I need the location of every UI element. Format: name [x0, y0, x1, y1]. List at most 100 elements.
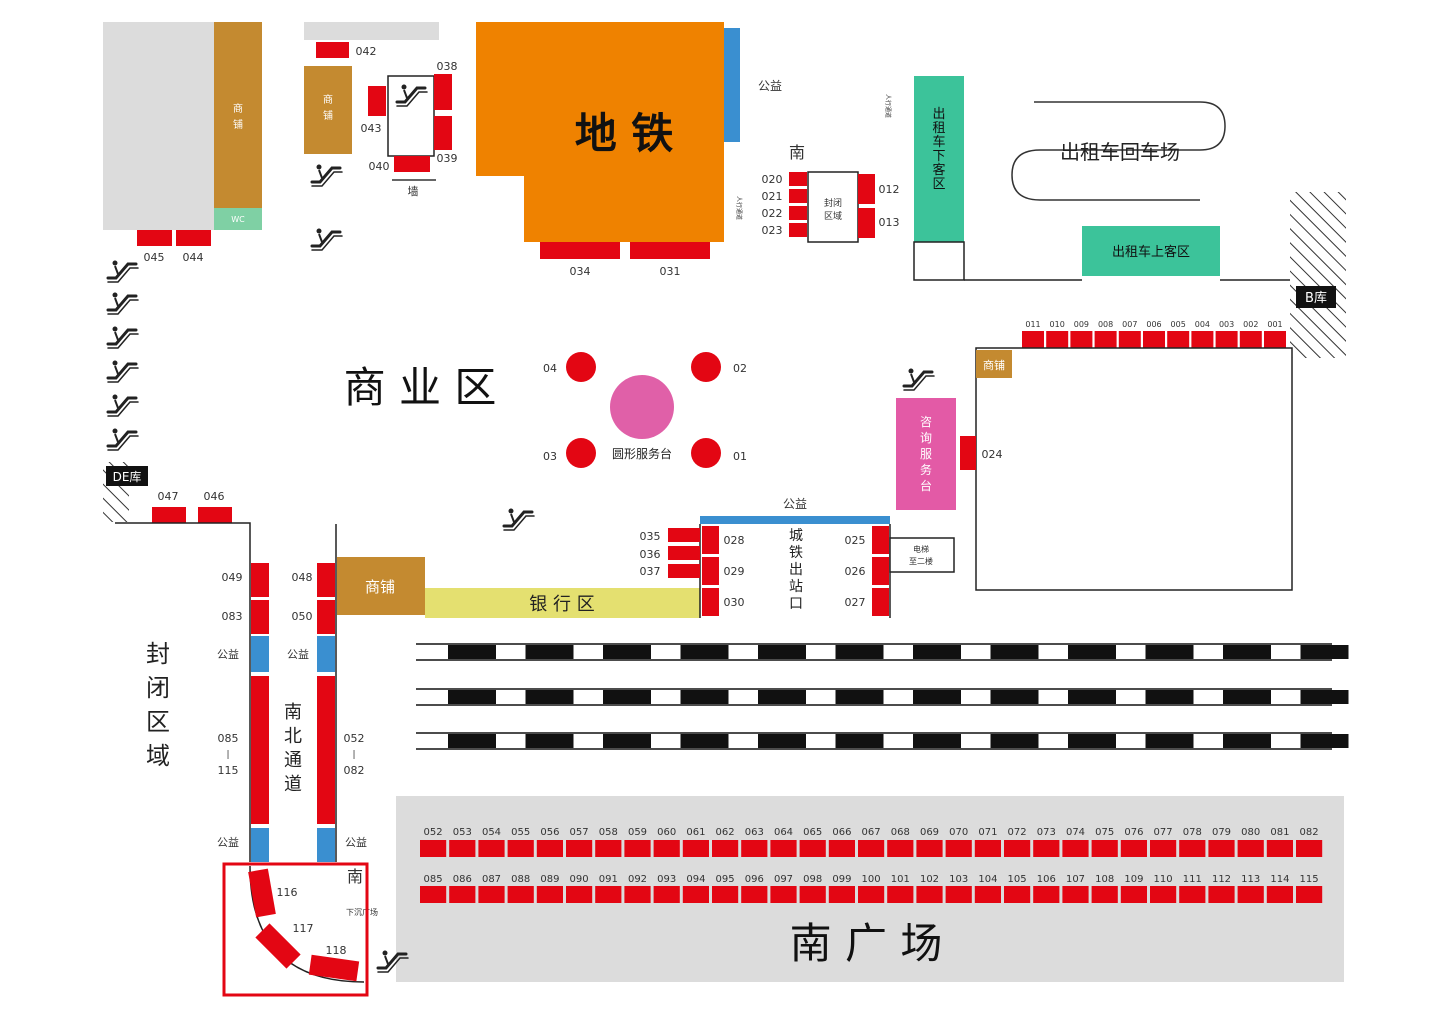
booth-049[interactable]: [251, 563, 269, 597]
booth-052[interactable]: [420, 840, 447, 857]
booth-085-115[interactable]: [251, 676, 269, 824]
taxi-pick-zone[interactable]: [1082, 226, 1220, 276]
booth-027[interactable]: [872, 588, 889, 616]
booth-090[interactable]: [566, 886, 593, 903]
booth-003[interactable]: [1215, 331, 1238, 348]
booth-065[interactable]: [799, 840, 826, 857]
booth-098[interactable]: [799, 886, 826, 903]
booth-104[interactable]: [974, 886, 1001, 903]
booth-108[interactable]: [1091, 886, 1118, 903]
booth-056[interactable]: [536, 840, 563, 857]
booth-008[interactable]: [1094, 331, 1117, 348]
booth-002[interactable]: [1239, 331, 1262, 348]
booth-046[interactable]: [198, 507, 232, 523]
booth-113[interactable]: [1237, 886, 1264, 903]
wc-block[interactable]: [214, 208, 262, 230]
booth-010[interactable]: [1046, 331, 1069, 348]
booth-026[interactable]: [872, 557, 889, 585]
booth-023[interactable]: [789, 223, 807, 237]
booth-073[interactable]: [1033, 840, 1060, 857]
shop-small[interactable]: [976, 350, 1012, 378]
booth-005[interactable]: [1167, 331, 1190, 348]
de-garage-badge[interactable]: [106, 466, 148, 486]
booth-009[interactable]: [1070, 331, 1093, 348]
booth-021[interactable]: [789, 189, 807, 203]
booth-099[interactable]: [828, 886, 855, 903]
booth-058[interactable]: [595, 840, 622, 857]
booth-105[interactable]: [1004, 886, 1031, 903]
subway-block[interactable]: [476, 22, 724, 242]
welfare-strip[interactable]: [724, 28, 740, 142]
booth-107[interactable]: [1062, 886, 1089, 903]
booth-091[interactable]: [595, 886, 622, 903]
booth-111[interactable]: [1179, 886, 1206, 903]
shop-vertical[interactable]: [214, 22, 262, 208]
booth-061[interactable]: [682, 840, 709, 857]
booth-035[interactable]: [668, 528, 700, 542]
booth-034[interactable]: [540, 242, 620, 259]
booth-055[interactable]: [507, 840, 534, 857]
shop-vertical[interactable]: [304, 66, 352, 154]
booth-080[interactable]: [1237, 840, 1264, 857]
booth-117[interactable]: [255, 923, 301, 969]
booth-039[interactable]: [434, 116, 452, 150]
booth-071[interactable]: [974, 840, 1001, 857]
booth-096[interactable]: [741, 886, 768, 903]
welfare-block[interactable]: [317, 636, 335, 672]
booth-057[interactable]: [566, 840, 593, 857]
booth-031[interactable]: [630, 242, 710, 259]
booth-069[interactable]: [916, 840, 943, 857]
booth-040[interactable]: [394, 156, 430, 172]
booth-114[interactable]: [1266, 886, 1293, 903]
booth-093[interactable]: [653, 886, 680, 903]
booth-118[interactable]: [308, 954, 360, 982]
booth-054[interactable]: [478, 840, 505, 857]
booth-095[interactable]: [712, 886, 739, 903]
booth-074[interactable]: [1062, 840, 1089, 857]
booth-094[interactable]: [682, 886, 709, 903]
booth-047[interactable]: [152, 507, 186, 523]
booth-081[interactable]: [1266, 840, 1293, 857]
booth-012[interactable]: [858, 174, 875, 204]
welfare-block[interactable]: [251, 828, 269, 862]
booth-025[interactable]: [872, 526, 889, 554]
booth-102[interactable]: [916, 886, 943, 903]
booth-066[interactable]: [828, 840, 855, 857]
booth-092[interactable]: [624, 886, 651, 903]
booth-037[interactable]: [668, 564, 700, 578]
booth-100[interactable]: [858, 886, 885, 903]
booth-007[interactable]: [1118, 331, 1141, 348]
service-dot-03[interactable]: [566, 438, 596, 468]
booth-053[interactable]: [449, 840, 476, 857]
bank-zone[interactable]: [425, 588, 700, 618]
booth-082[interactable]: [1296, 840, 1323, 857]
booth-028[interactable]: [702, 526, 719, 554]
service-dot-04[interactable]: [566, 352, 596, 382]
booth-075[interactable]: [1091, 840, 1118, 857]
booth-038[interactable]: [434, 74, 452, 110]
booth-030[interactable]: [702, 588, 719, 616]
service-dot-01[interactable]: [691, 438, 721, 468]
booth-103[interactable]: [945, 886, 972, 903]
booth-059[interactable]: [624, 840, 651, 857]
booth-089[interactable]: [536, 886, 563, 903]
booth-063[interactable]: [741, 840, 768, 857]
booth-067[interactable]: [858, 840, 885, 857]
booth-077[interactable]: [1150, 840, 1177, 857]
booth-116[interactable]: [248, 868, 276, 918]
booth-060[interactable]: [653, 840, 680, 857]
booth-013[interactable]: [858, 208, 875, 238]
booth-106[interactable]: [1033, 886, 1060, 903]
booth-020[interactable]: [789, 172, 807, 186]
consult-desk[interactable]: [896, 398, 956, 510]
b-garage-badge[interactable]: [1296, 286, 1336, 308]
booth-004[interactable]: [1191, 331, 1214, 348]
booth-043[interactable]: [368, 86, 386, 116]
booth-044[interactable]: [176, 230, 211, 246]
booth-086[interactable]: [449, 886, 476, 903]
booth-112[interactable]: [1208, 886, 1235, 903]
booth-062[interactable]: [712, 840, 739, 857]
booth-079[interactable]: [1208, 840, 1235, 857]
elevator-box[interactable]: [889, 537, 955, 573]
service-dot-02[interactable]: [691, 352, 721, 382]
